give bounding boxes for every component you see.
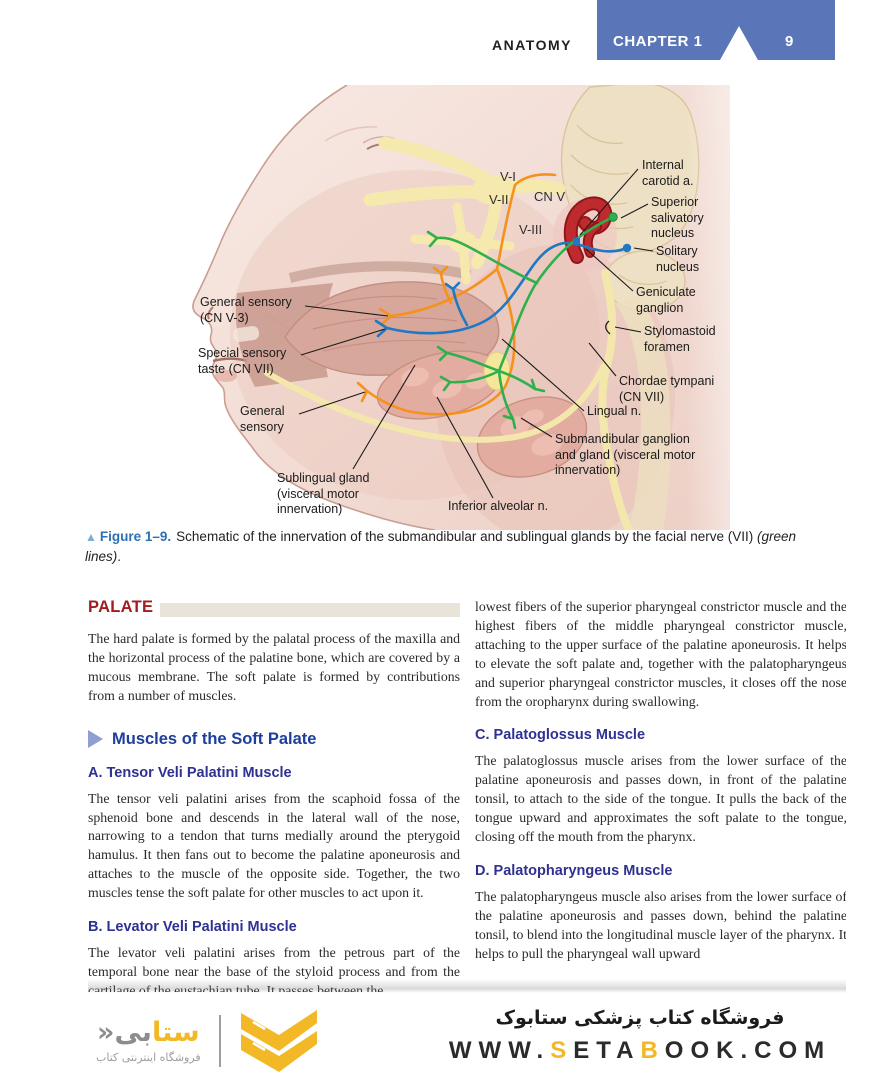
- right-column: lowest fibers of the superior pharyngeal…: [475, 598, 846, 992]
- scan-shadow: [88, 979, 846, 993]
- label-v3: V-III: [519, 222, 543, 237]
- wordmark-yellow: ستا: [151, 1017, 200, 1048]
- arrow-right-icon: [88, 730, 103, 749]
- body-columns: PALATE The hard palate is formed by the …: [88, 598, 846, 992]
- caption-triangle-icon: ▲: [85, 530, 97, 544]
- muscles-heading-text: Muscles of the Soft Palate: [112, 729, 317, 748]
- heading-palatopharyngeus: D. Palatopharyngeus Muscle: [475, 862, 673, 879]
- site-url[interactable]: WWW.SETABOOK.COM: [448, 1037, 832, 1064]
- label-general-sensory-cnv3: General sensory(CN V-3): [200, 295, 292, 325]
- figure-caption: ▲Figure 1–9. Schematic of the innervation…: [85, 529, 797, 564]
- store-name: فروشگاه کتاب پزشکی ستابوک: [495, 1007, 785, 1029]
- heading-tensor-veli-palatini: A. Tensor Veli Palatini Muscle: [88, 764, 292, 781]
- palatoglossus-paragraph: The palatoglossus muscle arises from the…: [475, 753, 846, 845]
- tensor-paragraph: The tensor veli palatini arises from the…: [88, 790, 460, 901]
- chevron-emblem-icon: [240, 1010, 317, 1072]
- label-chordae-tympani: Chordae tympani(CN VII): [619, 374, 715, 404]
- wordmark-chevron-icon: «: [97, 1017, 115, 1048]
- palate-heading: PALATE: [88, 598, 460, 617]
- label-v1: V-I: [500, 169, 516, 184]
- label-lingual-nerve: Lingual n.: [587, 404, 642, 418]
- setabook-logo: ستابی« فروشگاه اینترنتی کتاب: [96, 1010, 321, 1072]
- leader-lines: [298, 168, 654, 499]
- nerve-art: [264, 85, 785, 530]
- label-v2: V-II: [489, 192, 509, 207]
- logo-wordmark-block: ستابی« فروشگاه اینترنتی کتاب: [96, 1018, 201, 1065]
- palatopharyngeus-paragraph: The palatopharyngeus muscle also arises …: [475, 888, 846, 961]
- page-number: 9: [785, 33, 794, 50]
- figure-1-9: V-I V-II CN V V-III General sensory(CN V…: [85, 85, 785, 530]
- continued-paragraph: lowest fibers of the superior pharyngeal…: [475, 599, 846, 709]
- chapter-tab: CHAPTER 1 9: [597, 0, 835, 60]
- label-cnv: CN V: [534, 189, 566, 204]
- wordmark-gray: بی: [114, 1017, 152, 1048]
- muscles-soft-palate-heading: Muscles of the Soft Palate: [88, 730, 460, 749]
- footer-store-block: فروشگاه کتاب پزشکی ستابوک WWW.SETABOOK.C…: [440, 1003, 840, 1065]
- chapter-label: CHAPTER 1: [613, 33, 703, 50]
- left-column: PALATE The hard palate is formed by the …: [88, 598, 460, 992]
- logo-wordmark: ستابی«: [96, 1018, 201, 1048]
- label-inferior-alveolar: Inferior alveolar n.: [448, 499, 549, 513]
- heading-levator-veli-palatini: B. Levator Veli Palatini Muscle: [88, 919, 297, 936]
- tab-notch-triangle: [720, 26, 758, 60]
- caption-italic: (green lines): [85, 529, 797, 564]
- figure-number: Figure 1–9.: [99, 529, 172, 544]
- footer: ستابی« فروشگاه اینترنتی کتاب فروشگاه کتا…: [0, 998, 873, 1079]
- palate-heading-text: PALATE: [88, 598, 154, 616]
- caption-text: Schematic of the innervation of the subm…: [176, 529, 758, 544]
- section-label: ANATOMY: [492, 37, 572, 53]
- levator-paragraph: The levator veli palatini arises from th…: [88, 945, 460, 992]
- logo-divider: [218, 1015, 221, 1067]
- logo-subtitle: فروشگاه اینترنتی کتاب: [96, 1051, 201, 1064]
- heading-palatoglossus: C. Palatoglossus Muscle: [475, 727, 646, 744]
- figure-illustration: [192, 85, 785, 530]
- palate-paragraph: The hard palate is formed by the palatal…: [88, 631, 460, 703]
- heading-rule: [160, 603, 460, 617]
